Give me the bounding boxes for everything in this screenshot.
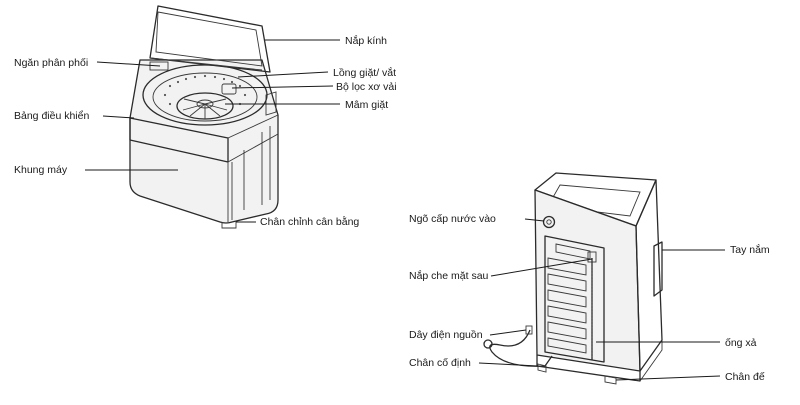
label-dispenser: Ngăn phân phối	[14, 57, 88, 69]
rear-leaders	[478, 218, 725, 381]
front-washer	[129, 5, 279, 229]
label-handle: Tay nắm	[730, 243, 770, 256]
label-drain-hose: ống xả	[725, 337, 757, 349]
rear-base	[536, 355, 641, 382]
leveling-feet	[221, 221, 237, 229]
label-power-cord: Dây điện nguồn	[409, 329, 483, 341]
label-base: Chân đế	[725, 371, 765, 383]
label-pulsator: Mâm giặt	[345, 99, 388, 111]
handle	[653, 241, 663, 297]
drain-hose	[587, 251, 597, 360]
rear-foot-left	[537, 363, 547, 373]
glass-lid	[149, 5, 271, 73]
vent-slats	[547, 243, 591, 354]
label-fixing-foot: Chân cố định	[409, 357, 471, 369]
label-back-cover: Nắp che mặt sau	[409, 269, 489, 282]
label-glass-lid: Nắp kính	[345, 34, 387, 47]
back-cover	[544, 235, 605, 363]
front-cabinet	[129, 59, 279, 224]
rear-foot-right	[604, 375, 617, 385]
label-cabinet: Khung máy	[14, 164, 68, 176]
label-control-panel: Bảng điều khiển	[14, 110, 89, 122]
drum-holes	[163, 74, 247, 106]
rear-washer	[483, 172, 663, 385]
label-water-inlet: Ngõ cấp nước vào	[409, 213, 496, 225]
lint-filter	[221, 83, 237, 95]
front-labels: Nắp kính Ngăn phân phối Lồng giặt/ vắt B…	[14, 34, 397, 228]
label-leveling-foot: Chân chỉnh cân bằng	[260, 215, 359, 228]
rear-labels: Ngõ cấp nước vào Tay nắm Nắp che mặt sau…	[409, 213, 770, 383]
water-inlet	[542, 215, 556, 229]
label-drum: Lồng giặt/ vắt	[333, 66, 396, 79]
front-leaders	[85, 39, 340, 223]
label-lint-filter: Bộ lọc xơ vải	[336, 81, 397, 93]
dispenser-box	[149, 61, 169, 71]
pulsator	[176, 92, 234, 120]
